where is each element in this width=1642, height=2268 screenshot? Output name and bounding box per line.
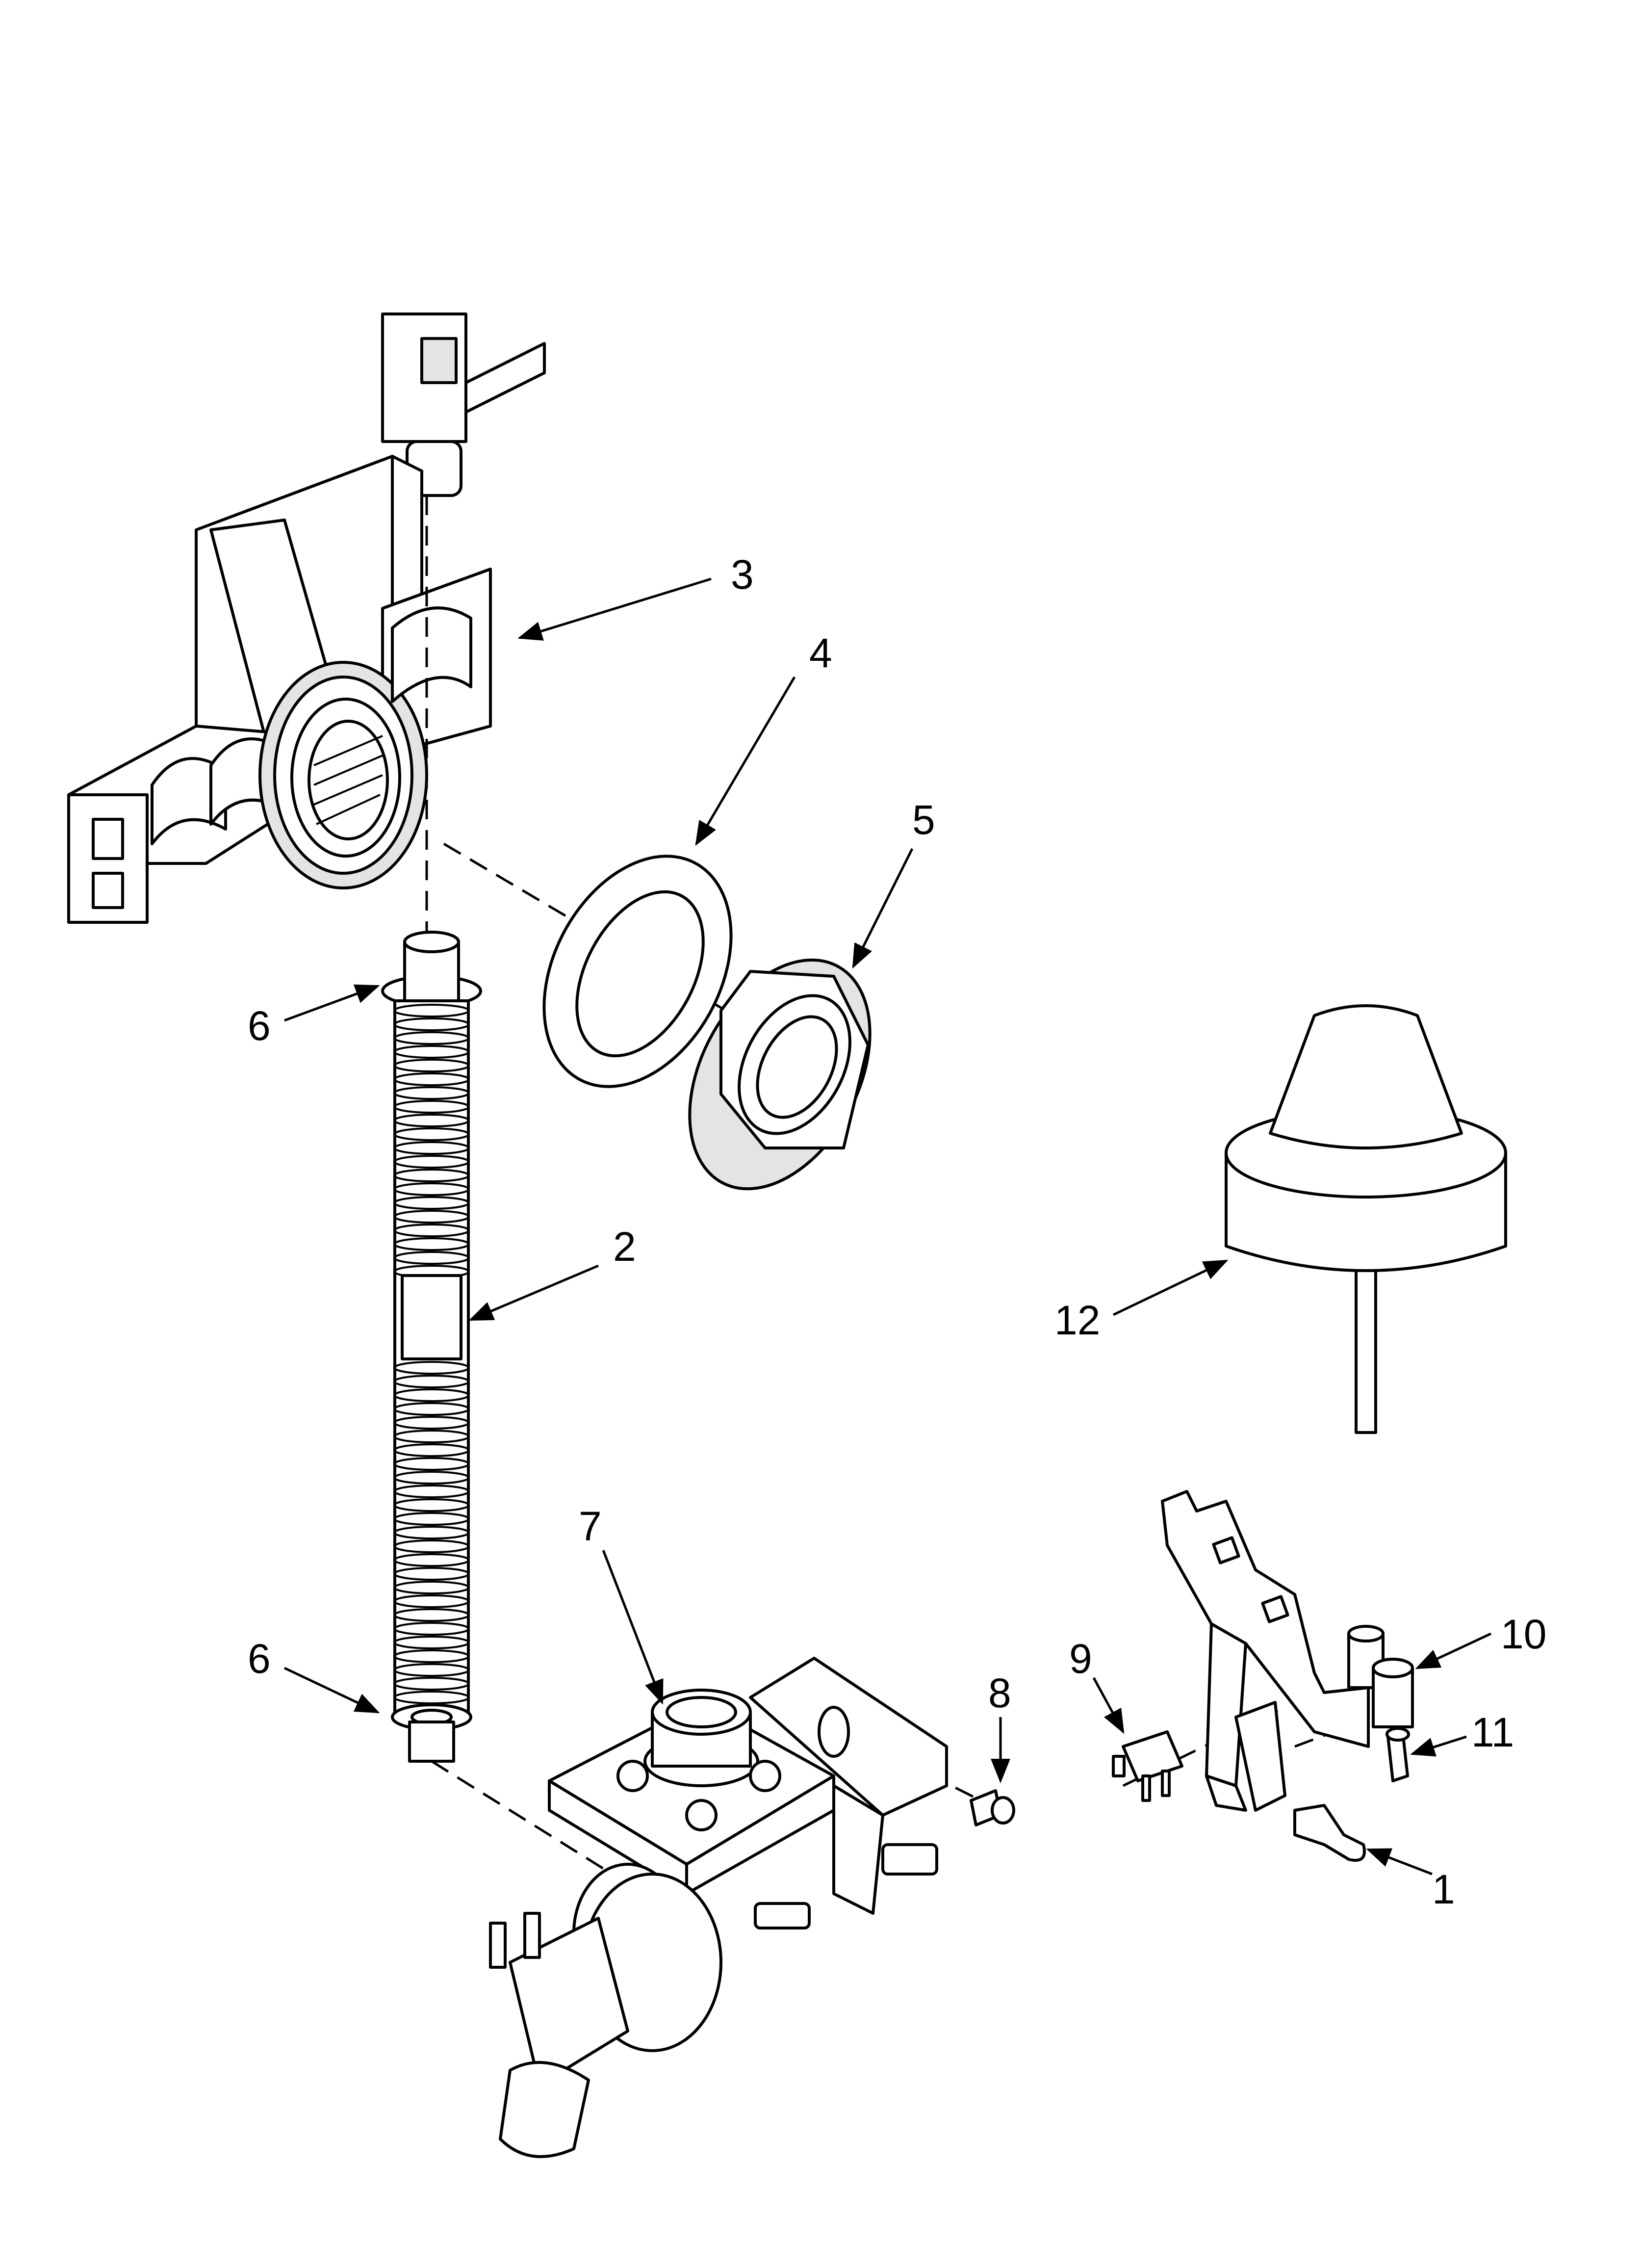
hose-rib <box>393 1114 470 1127</box>
hose-rib <box>393 1677 470 1691</box>
part-8-screw <box>970 1789 1015 1826</box>
callout-12: 12 <box>1054 1297 1100 1343</box>
hose-rib <box>393 1567 470 1581</box>
hose-rib <box>393 1361 470 1375</box>
part-1-actuator-arm <box>1293 1804 1366 1862</box>
hose-rib <box>393 1072 470 1086</box>
callout-3: 3 <box>731 551 754 598</box>
callout-1: 1 <box>1432 1866 1455 1912</box>
hose-rib <box>393 1224 470 1237</box>
hose-rib <box>393 1169 470 1182</box>
hose-rib <box>393 1004 470 1017</box>
hose-rib <box>393 1663 470 1677</box>
hose-rib <box>393 1251 470 1265</box>
hose-rib <box>393 1059 470 1072</box>
part-9-micro-switch <box>1112 1730 1183 1802</box>
part-7-inlet-valve <box>489 1657 948 2158</box>
hose-rib <box>393 1416 470 1430</box>
callout-10: 10 <box>1501 1611 1546 1657</box>
hose-rib <box>393 1127 470 1141</box>
hose-rib <box>393 1649 470 1663</box>
hose-rib <box>393 1430 470 1443</box>
part-5-nut <box>688 958 872 1191</box>
part-2-hose <box>391 931 472 1763</box>
callout-11: 11 <box>1471 1709 1514 1755</box>
hose-rib <box>393 1100 470 1114</box>
part-12-float <box>1225 1004 1507 1434</box>
hose-rib <box>393 1512 470 1526</box>
callout-2: 2 <box>613 1224 636 1270</box>
callout-7: 7 <box>579 1503 602 1549</box>
part-10-switch-bracket <box>1161 1490 1414 1812</box>
hose-rib <box>393 1636 470 1649</box>
hose-rib <box>393 1471 470 1485</box>
leader-lines <box>283 577 1492 1876</box>
hose-rib <box>393 1155 470 1169</box>
hose-rib <box>393 1031 470 1045</box>
hose-rib <box>393 1045 470 1059</box>
hose-rib <box>393 1539 470 1553</box>
hose-rib <box>393 1485 470 1498</box>
callout-9: 9 <box>1069 1636 1092 1682</box>
part-3-vent-housing <box>67 313 546 924</box>
part-4-gasket <box>542 855 733 1088</box>
hose-rib <box>393 1457 470 1471</box>
callout-4: 4 <box>809 630 832 676</box>
callout-labels: 3 4 5 6 2 12 7 9 10 8 6 11 1 <box>248 551 1546 1912</box>
hose-rib <box>393 1608 470 1622</box>
hose-rib <box>393 1210 470 1224</box>
callout-6-bottom: 6 <box>248 1636 271 1682</box>
alignment-lines <box>425 495 1334 1885</box>
hose-rib <box>393 1594 470 1608</box>
hose-rib <box>393 1498 470 1512</box>
callout-8: 8 <box>988 1670 1011 1716</box>
hose-rib <box>393 1086 470 1100</box>
hose-rib <box>393 1526 470 1539</box>
hose-rib <box>393 1196 470 1210</box>
hose-rib <box>393 1017 470 1031</box>
hose-rib <box>393 1443 470 1457</box>
hose-rib <box>393 1182 470 1196</box>
hose-rib <box>393 1388 470 1402</box>
hose-rib <box>393 1237 470 1251</box>
hose-rib <box>393 1581 470 1594</box>
part-11-screw <box>1385 1727 1410 1782</box>
hose-rib <box>393 1375 470 1388</box>
hose-rib <box>393 1622 470 1636</box>
callout-5: 5 <box>912 797 935 843</box>
hose-rib <box>393 1553 470 1567</box>
hose-rib <box>393 1402 470 1416</box>
hose-rib <box>393 1141 470 1155</box>
callout-6-top: 6 <box>248 1003 271 1049</box>
